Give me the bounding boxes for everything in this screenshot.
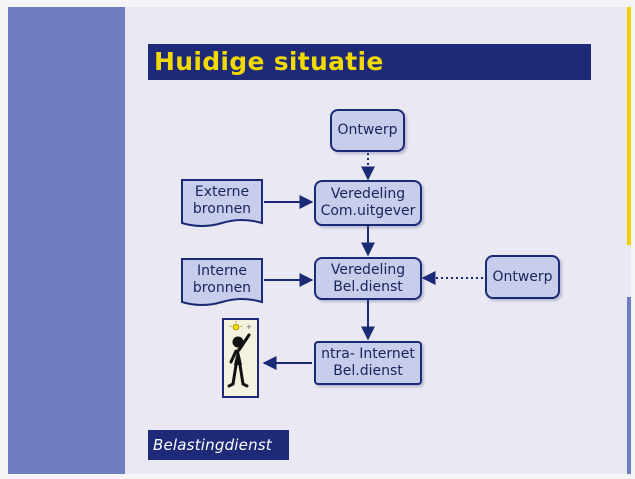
node-veredeling-bel-line2: Bel.dienst <box>333 278 403 295</box>
accent-stripe-yellow <box>627 7 631 245</box>
node-veredeling-com-line1: Veredeling <box>330 186 406 202</box>
node-externe-bronnen-line2: bronnen <box>192 201 252 217</box>
node-veredeling-bel-line1: Veredeling <box>330 261 406 278</box>
document-shape-externe <box>181 179 263 227</box>
flow-diagram <box>181 153 483 370</box>
svg-text:+: + <box>246 323 252 331</box>
node-interne-bronnen-line2: bronnen <box>192 280 252 296</box>
node-externe-bronnen: Externe bronnen <box>182 181 262 221</box>
node-interne-bronnen: Interne bronnen <box>182 260 262 300</box>
user-figure-box: + <box>222 318 259 398</box>
node-intra-internet-line1: ntra- Internet <box>321 346 415 362</box>
node-ontwerp-right-label: Ontwerp <box>492 268 553 285</box>
node-veredeling-com: Veredeling Com.uitgever <box>314 180 422 226</box>
node-ontwerp-right: Ontwerp <box>485 255 560 299</box>
node-intra-internet-line2: Bel.dienst <box>333 363 403 379</box>
node-ontwerp-top: Ontwerp <box>330 109 405 152</box>
node-externe-bronnen-line1: Externe <box>194 184 250 200</box>
node-veredeling-bel: Veredeling Bel.dienst <box>314 257 422 300</box>
brand-label: Belastingdienst <box>148 430 289 460</box>
sidebar-band <box>8 7 125 474</box>
node-intra-internet: ntra- Internet Bel.dienst <box>314 341 422 385</box>
document-shape-interne <box>181 258 263 306</box>
node-ontwerp-top-label: Ontwerp <box>337 122 398 138</box>
person-lightbulb-icon: + <box>227 321 252 388</box>
slide: Huidige situatie Ontwerp Veredeling Com.… <box>8 7 631 474</box>
node-interne-bronnen-line1: Interne <box>196 263 248 279</box>
node-veredeling-com-line2: Com.uitgever <box>320 203 416 219</box>
accent-stripe-blue <box>627 297 631 474</box>
slide-title: Huidige situatie <box>148 44 591 80</box>
